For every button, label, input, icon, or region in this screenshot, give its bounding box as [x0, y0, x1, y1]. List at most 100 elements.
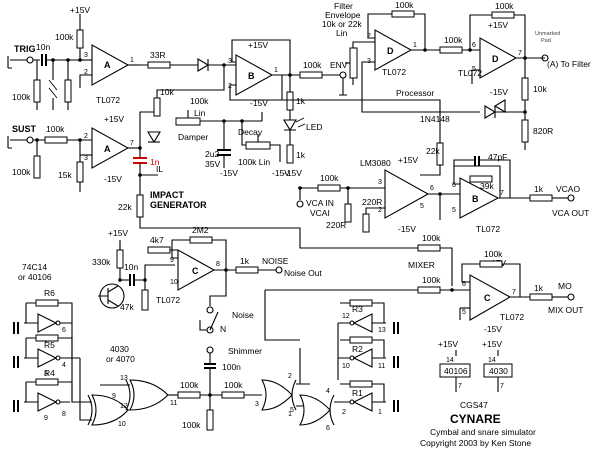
res-1k-vcao: [529, 194, 553, 202]
impact-generator-label: IMPACT GENERATOR: [150, 190, 207, 210]
rail-label: +15V: [398, 155, 418, 165]
pot-filter-env[interactable]: [349, 47, 358, 79]
pin: 5: [290, 407, 294, 414]
res-10k-damper-value: 10k: [160, 87, 174, 97]
pin: 11: [170, 400, 177, 407]
vca-out-jack-icon[interactable]: [567, 194, 575, 202]
pin: 3: [228, 58, 232, 65]
led-label: LED: [306, 122, 323, 132]
rail-label: -15V: [398, 224, 416, 234]
opamp-c2-part: TL072: [500, 312, 524, 322]
res-820r: [521, 119, 529, 143]
res-100k-mix-a-value: 100k: [422, 233, 441, 243]
filter-env-label: Filter Envelope 10k or 22k Lin: [322, 1, 364, 38]
pin: 5: [420, 203, 424, 210]
trig-res-100k-a: [33, 79, 41, 103]
ic-4030-label: 4030 or 4070: [106, 344, 135, 364]
res-1k-led-gnd-value: 1k: [296, 150, 306, 160]
pin: 12: [342, 313, 350, 320]
diode-a-to-b: [197, 58, 210, 72]
res-100k-xor-gnd: [206, 409, 214, 431]
mix-out-label: MIX OUT: [548, 305, 583, 315]
title-name: CYNARE: [450, 412, 501, 426]
pin: 1: [274, 67, 278, 74]
xor-gate-left-b: [129, 379, 169, 411]
pin: 14: [488, 357, 496, 364]
sust-label: SUST: [12, 124, 37, 134]
res-1k-led-gnd: [286, 144, 294, 164]
pin: 2: [288, 373, 292, 380]
opamp-a2-label: A: [104, 144, 111, 154]
pin: 6: [326, 425, 330, 432]
pin: 2: [342, 409, 346, 416]
res-100k-xor-gnd-value: 100k: [182, 420, 201, 430]
ic-74c14-line-1: 74C14: [22, 262, 47, 272]
sust-res-15k-value: 15k: [58, 170, 72, 180]
impact-line-2: GENERATOR: [150, 200, 207, 210]
res-4k7: [147, 246, 171, 254]
pot-decay-100k[interactable]: [245, 141, 271, 150]
pin: 2: [367, 33, 371, 40]
rail-label: +15V: [108, 228, 128, 238]
noise-out-jack-icon[interactable]: [275, 266, 283, 274]
env-label: ENV: [330, 60, 348, 70]
rail-label: +15V: [482, 339, 502, 349]
res-220r-b: [362, 213, 370, 233]
xor-right: 100k 3 2 1 4 6 5: [221, 290, 335, 432]
pin: 3: [44, 371, 48, 378]
res-100k-d-fb-value: 100k: [395, 0, 414, 10]
noise-gen: +15V 330k 10n 47k 4k7 C 9 10 8 TL072 2M2…: [92, 225, 322, 312]
res-100k-d2-fb-value: 100k: [495, 1, 514, 11]
cap-2u2-value: 2u2: [205, 149, 219, 159]
pin: 6: [472, 42, 476, 49]
env-jack-icon[interactable]: [339, 71, 347, 79]
pin: 12: [120, 403, 128, 410]
res-330k-value: 330k: [92, 257, 111, 267]
to-filter-label: (A) To Filter: [547, 59, 591, 69]
opamp-a1: A 3 2 1 TL072: [79, 44, 140, 105]
cap-47pf: [474, 156, 480, 166]
diode-1n4148-a: [484, 105, 497, 119]
res-100k-xor-right: [221, 391, 245, 399]
trig-cap: [41, 54, 47, 66]
impact-path: 33R: [140, 50, 236, 72]
diode-sust: [147, 131, 161, 144]
res-100k-mix-b-value: 100k: [422, 275, 441, 285]
trig-cap-value: 10n: [36, 42, 50, 52]
cap-1n-value: 1n: [150, 157, 160, 167]
rail-label: -15V: [484, 324, 502, 334]
r5-label: R5: [44, 340, 55, 350]
title-copyright: Copyright 2003 by Ken Stone: [420, 438, 531, 448]
pin: 1: [130, 57, 134, 64]
pot-damper-100k[interactable]: [175, 117, 201, 126]
noise-out-label: Noise Out: [284, 268, 322, 278]
vca-in-jack-icon[interactable]: [296, 200, 304, 208]
res-100k-xor-left: [177, 391, 201, 399]
sust-res-15k: [76, 161, 84, 183]
mixer-label: MIXER: [408, 260, 435, 270]
noise-shimmer-switch[interactable]: Noise N Shimmer 100n: [199, 306, 262, 395]
res-100k-vca-in: [317, 184, 341, 192]
res-33r: [147, 61, 171, 69]
ic-40106-label: 40106: [444, 366, 468, 376]
sust-res-100k-gnd: [33, 155, 41, 179]
res-r4: [35, 378, 59, 386]
res-10k-d2-value: 10k: [533, 84, 547, 94]
unmarked-pad-label: Unmarked Pad: [535, 31, 562, 44]
trig-input: TRIG 10n 100k 100k +15V: [7, 5, 92, 110]
switch-shimmer-contact-icon[interactable]: [206, 346, 214, 354]
processor-label: Processor: [396, 88, 434, 98]
rail-label: +15V: [248, 40, 268, 50]
to-filter-jack-icon[interactable]: [541, 54, 549, 62]
rail-label: -15V: [490, 87, 508, 97]
switch-noise-contact-icon[interactable]: [206, 306, 214, 314]
xor-gate-right-b: [299, 394, 331, 426]
vca-out-label: VCA OUT: [552, 208, 589, 218]
res-39k: [469, 175, 493, 183]
switch-lever-icon[interactable]: [209, 311, 219, 331]
pin: 5: [452, 207, 456, 214]
pin: 4: [326, 388, 330, 395]
mix-out-jack-icon[interactable]: [567, 293, 575, 301]
filter-env-line-2: Envelope: [325, 10, 361, 20]
